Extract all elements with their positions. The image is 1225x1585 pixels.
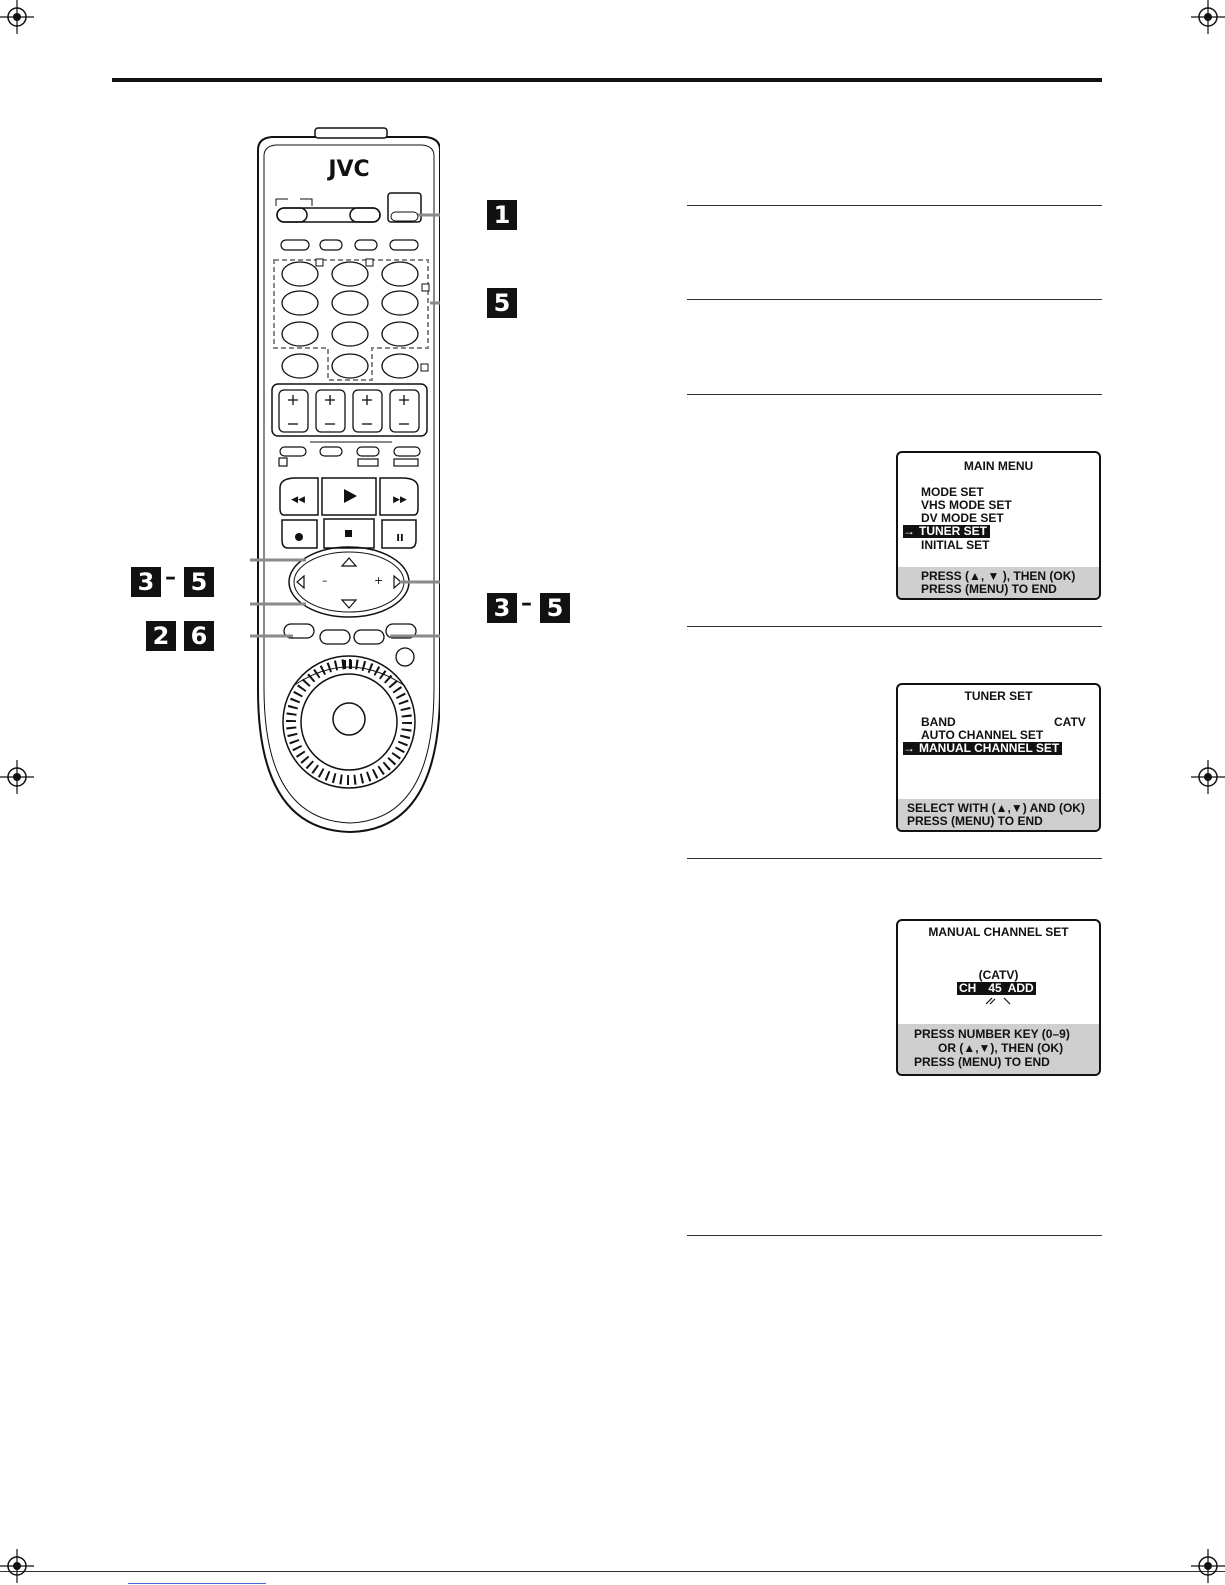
step-divider xyxy=(687,1235,1102,1236)
step-callout-3: 3 xyxy=(131,567,161,597)
menu-title: MANUAL CHANNEL SET xyxy=(928,925,1069,939)
step-divider xyxy=(687,205,1102,206)
step-callout-5: 5 xyxy=(540,593,570,623)
blink-marks-icon xyxy=(985,997,1011,1005)
menu-item-mode-set: MODE SET xyxy=(921,485,984,499)
menu-footer: PRESS NUMBER KEY (0–9) OR (▲,▼), THEN (O… xyxy=(898,1024,1099,1074)
footer-line: PRESS NUMBER KEY (0–9) xyxy=(914,1027,1070,1041)
menu-item-tuner-set-selected: →TUNER SET xyxy=(903,524,991,538)
footer-line: PRESS (MENU) TO END xyxy=(914,1055,1050,1069)
registration-mark-icon xyxy=(1191,0,1225,34)
ch-status: ADD xyxy=(1007,981,1034,995)
registration-mark-icon xyxy=(0,0,34,34)
band-label: BAND xyxy=(921,715,956,729)
step-callout-5: 5 xyxy=(487,288,517,318)
step-callout-5: 5 xyxy=(184,567,214,597)
menu-title: MAIN MENU xyxy=(963,459,1034,473)
range-dash: – xyxy=(521,591,532,616)
menu-item-manual-channel-set-selected: →MANUAL CHANNEL SET xyxy=(903,741,1063,755)
step-callout-2: 2 xyxy=(146,621,176,651)
registration-mark-icon xyxy=(1191,1549,1225,1583)
main-menu-screen: MAIN MENU MODE SET VHS MODE SET DV MODE … xyxy=(896,451,1101,600)
svg-text:+: + xyxy=(374,574,383,587)
bottom-link-underline xyxy=(128,1583,266,1584)
step-divider xyxy=(687,394,1102,395)
menu-item-dv-mode-set: DV MODE SET xyxy=(921,511,1004,525)
step-divider xyxy=(687,299,1102,300)
menu-item-vhs-mode-set: VHS MODE SET xyxy=(921,498,1012,512)
menu-item-auto-channel-set: AUTO CHANNEL SET xyxy=(921,728,1044,742)
step-callout-3: 3 xyxy=(487,593,517,623)
svg-text:–: – xyxy=(322,574,328,587)
registration-mark-icon xyxy=(0,1549,34,1583)
svg-text:II: II xyxy=(396,533,403,544)
brand-logo: JVC xyxy=(326,157,369,182)
bottom-rule xyxy=(0,1571,1225,1572)
ch-label: CH xyxy=(959,981,977,995)
step-divider xyxy=(687,626,1102,627)
channel-readout: CH 45 ADD xyxy=(957,982,1036,995)
selection-arrow-icon: → xyxy=(903,741,915,755)
band-value: CATV xyxy=(1054,715,1086,729)
footer-line: PRESS (MENU) TO END xyxy=(907,814,1043,828)
registration-mark-icon xyxy=(1191,760,1225,794)
top-rule xyxy=(112,78,1102,82)
selection-arrow-icon: → xyxy=(903,524,915,538)
menu-title: TUNER SET xyxy=(964,689,1033,703)
step-callout-1: 1 xyxy=(487,200,517,230)
band-indicator: (CATV) xyxy=(978,968,1019,982)
svg-text:◀◀: ◀◀ xyxy=(291,495,305,505)
footer-line: OR (▲,▼), THEN (OK) xyxy=(938,1041,1064,1055)
ch-number: 45 xyxy=(988,981,1002,995)
footer-line: PRESS (▲, ▼ ), THEN (OK) xyxy=(921,569,1076,583)
svg-text:▶▶: ▶▶ xyxy=(393,495,407,505)
range-dash: – xyxy=(165,565,176,590)
footer-line: SELECT WITH (▲,▼) AND (OK) xyxy=(907,801,1085,815)
remote-control-illustration: ◀◀ ▶▶ II – + JVC xyxy=(250,127,440,834)
step-divider xyxy=(687,858,1102,859)
footer-line: PRESS (MENU) TO END xyxy=(921,582,1057,596)
menu-item-initial-set: INITIAL SET xyxy=(921,538,990,552)
menu-footer: PRESS (▲, ▼ ), THEN (OK) PRESS (MENU) TO… xyxy=(898,567,1099,598)
tuner-set-screen: TUNER SET BAND CATV AUTO CHANNEL SET →MA… xyxy=(896,683,1101,832)
step-callout-6: 6 xyxy=(184,621,214,651)
menu-footer: SELECT WITH (▲,▼) AND (OK) PRESS (MENU) … xyxy=(898,799,1099,830)
registration-mark-icon xyxy=(0,760,34,794)
manual-channel-set-screen: MANUAL CHANNEL SET (CATV) CH 45 ADD PRESS … xyxy=(896,919,1101,1076)
